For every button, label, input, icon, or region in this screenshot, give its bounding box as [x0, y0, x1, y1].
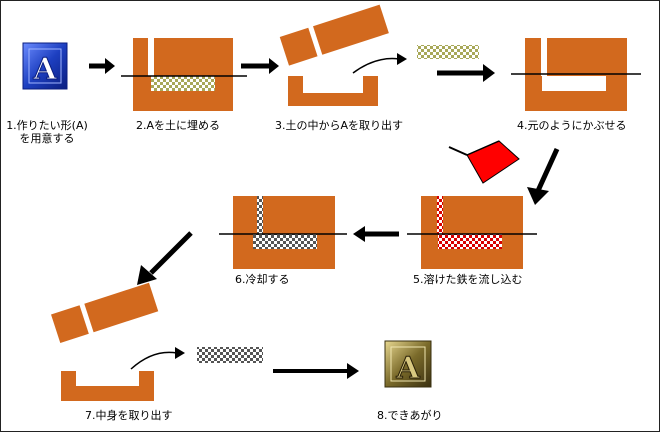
step6-mold-cooled — [219, 196, 347, 269]
arrow-4-to-5 — [527, 147, 560, 205]
step8-label: 8.できあがり — [377, 409, 443, 422]
arrow-3-to-4 — [437, 64, 495, 82]
step5-mold-filled — [407, 196, 537, 269]
step7-open-mold — [51, 282, 263, 401]
ladle-molten-iron — [448, 140, 520, 184]
arrow-6-to-7 — [137, 231, 193, 285]
arrow-1-to-2 — [89, 58, 115, 74]
step1-blue-a-icon: A — [22, 42, 68, 90]
svg-text:A: A — [395, 351, 420, 386]
step8-gold-a-icon: A — [384, 340, 432, 388]
arrow-7-to-8 — [273, 363, 359, 379]
step7-label: 7.中身を取り出す — [85, 409, 173, 422]
step4-label: 4.元のようにかぶせる — [517, 119, 627, 132]
step5-label: 5.溶けた鉄を流し込む — [413, 273, 523, 286]
step2-mold — [121, 38, 247, 111]
step3-label: 3.土の中からAを取り出す — [275, 119, 404, 132]
svg-text:A: A — [32, 52, 57, 87]
step1-label: 1.作りたい形(A) を用意する — [6, 119, 88, 145]
arrow-5-to-6 — [353, 226, 399, 242]
arrow-2-to-3 — [241, 58, 279, 74]
step6-label: 6.冷却する — [235, 273, 290, 286]
step4-closed-mold — [511, 38, 641, 111]
step2-label: 2.Aを土に埋める — [136, 119, 221, 132]
step3-opened-mold — [279, 4, 479, 106]
